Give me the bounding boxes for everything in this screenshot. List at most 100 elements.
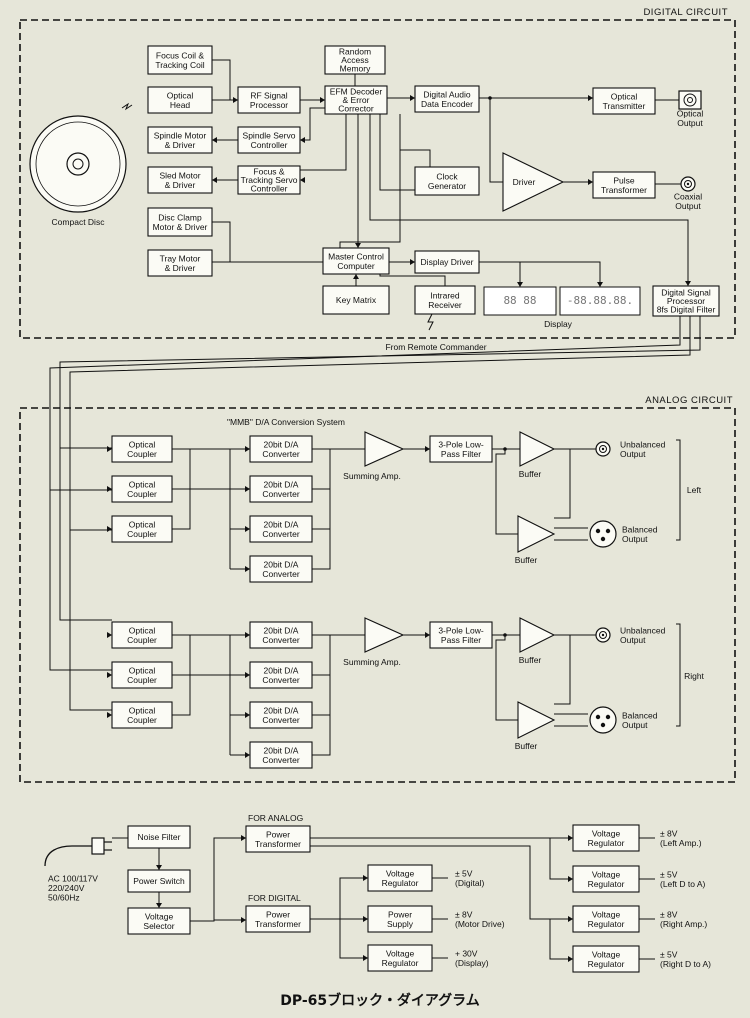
sled-motor-box-text: & Driver bbox=[165, 180, 196, 190]
wire bbox=[190, 837, 246, 922]
buffer-bal-left-label: Buffer bbox=[515, 555, 538, 565]
efm-decoder-box-frame bbox=[324, 85, 388, 115]
rf-signal-processor-box-text: Processor bbox=[250, 100, 288, 110]
compact-disc-icon bbox=[29, 115, 127, 213]
right-bracket bbox=[676, 623, 681, 727]
optical-coupler-left-1-text: Coupler bbox=[127, 449, 157, 459]
optical-head-box-text: Head bbox=[170, 100, 191, 110]
optical-coupler-right-1-text: Optical bbox=[129, 625, 156, 635]
random-access-memory-box-frame bbox=[324, 45, 386, 75]
sled-motor-box-text: Sled Motor bbox=[159, 170, 200, 180]
left-channel-label: Left bbox=[687, 485, 702, 495]
arrow-head bbox=[363, 916, 368, 922]
regulator-digital-box-text: Voltage bbox=[386, 868, 415, 878]
dac-left-2-frame bbox=[249, 475, 313, 503]
arrow-head bbox=[355, 243, 361, 248]
dsp-to-coupler-r2 bbox=[49, 490, 112, 671]
sled-motor-box: Sled Motor& Driver bbox=[147, 166, 213, 194]
lcd-left-text: 88 88 bbox=[503, 294, 536, 307]
balanced-output-right-text: Balanced bbox=[622, 710, 658, 720]
for-analog-text: FOR ANALOG bbox=[248, 813, 303, 823]
arrow-head bbox=[156, 865, 162, 870]
dsp-box-frame bbox=[652, 285, 720, 317]
wire bbox=[379, 274, 446, 286]
balanced-output-left-text: Balanced bbox=[622, 524, 658, 534]
optical-output-text: Optical bbox=[677, 108, 704, 118]
dsp-box-text: Processor bbox=[667, 296, 705, 306]
wire bbox=[554, 449, 571, 519]
display-driver-box-frame bbox=[414, 250, 480, 274]
power-supply-box-frame bbox=[367, 905, 433, 933]
out-right-dtoa-text: (Right D to A) bbox=[660, 959, 711, 969]
infrared-receiver-box-frame bbox=[414, 285, 476, 315]
lowpass-left-frame bbox=[429, 435, 493, 463]
dac-left-4-text: Converter bbox=[262, 569, 299, 579]
unbalanced-output-right-text: Output bbox=[620, 635, 646, 645]
buffer-unbal-left-label: Buffer bbox=[519, 469, 542, 479]
arrow-head bbox=[300, 137, 305, 143]
optical-head-box-frame bbox=[147, 86, 213, 114]
spindle-servo-box-frame bbox=[237, 126, 301, 154]
balanced-output-right-text: Output bbox=[622, 720, 648, 730]
mmb-system-text: "MMB" D/A Conversion System bbox=[227, 417, 345, 427]
for-analog-label: FOR ANALOG bbox=[248, 813, 303, 823]
pulse-transformer-box-text: Pulse bbox=[613, 175, 635, 185]
summing-amp-left-text: Summing Amp. bbox=[343, 471, 401, 481]
lowpass-right-text: 3-Pole Low- bbox=[438, 625, 484, 635]
regulator-left-dtoa-box-text: Voltage bbox=[592, 869, 621, 879]
key-matrix-box: Key Matrix bbox=[322, 285, 390, 315]
arrow-head bbox=[410, 95, 415, 101]
dac-left-3-text: 20bit D/A bbox=[264, 519, 299, 529]
optical-transmitter-box-frame bbox=[592, 87, 656, 115]
regulator-digital-box-frame bbox=[367, 864, 433, 892]
optical-coupler-right-1-frame bbox=[111, 621, 173, 649]
compact-disc-text: Compact Disc bbox=[52, 217, 106, 227]
wire bbox=[495, 635, 518, 721]
display-driver-box: Display Driver bbox=[414, 250, 480, 274]
junction-dot bbox=[503, 447, 507, 451]
arrow-head bbox=[107, 672, 112, 678]
key-matrix-box-frame bbox=[322, 285, 390, 315]
dac-left-2-text: Converter bbox=[262, 489, 299, 499]
arrow-head bbox=[300, 177, 305, 183]
regulator-left-amp-box-text: Voltage bbox=[592, 828, 621, 838]
arrow-head bbox=[245, 632, 250, 638]
efm-decoder-box-text: & Error bbox=[343, 95, 370, 105]
arrow-head bbox=[245, 486, 250, 492]
dac-left-4-frame bbox=[249, 555, 313, 583]
lowpass-right-frame bbox=[429, 621, 493, 649]
arrow-head bbox=[245, 526, 250, 532]
display-label: Display bbox=[544, 319, 573, 329]
junction-dot bbox=[488, 96, 492, 100]
optical-output-jack bbox=[678, 90, 702, 110]
ac-input-text: 50/60Hz bbox=[48, 893, 80, 903]
wire bbox=[310, 845, 573, 920]
arrow-head bbox=[568, 916, 573, 922]
wire bbox=[399, 114, 431, 167]
arrow-head bbox=[425, 632, 430, 638]
for-digital-text: FOR DIGITAL bbox=[248, 893, 301, 903]
arrow-head bbox=[212, 177, 217, 183]
left-bracket bbox=[676, 439, 681, 541]
random-access-memory-box-text: Memory bbox=[340, 64, 371, 74]
